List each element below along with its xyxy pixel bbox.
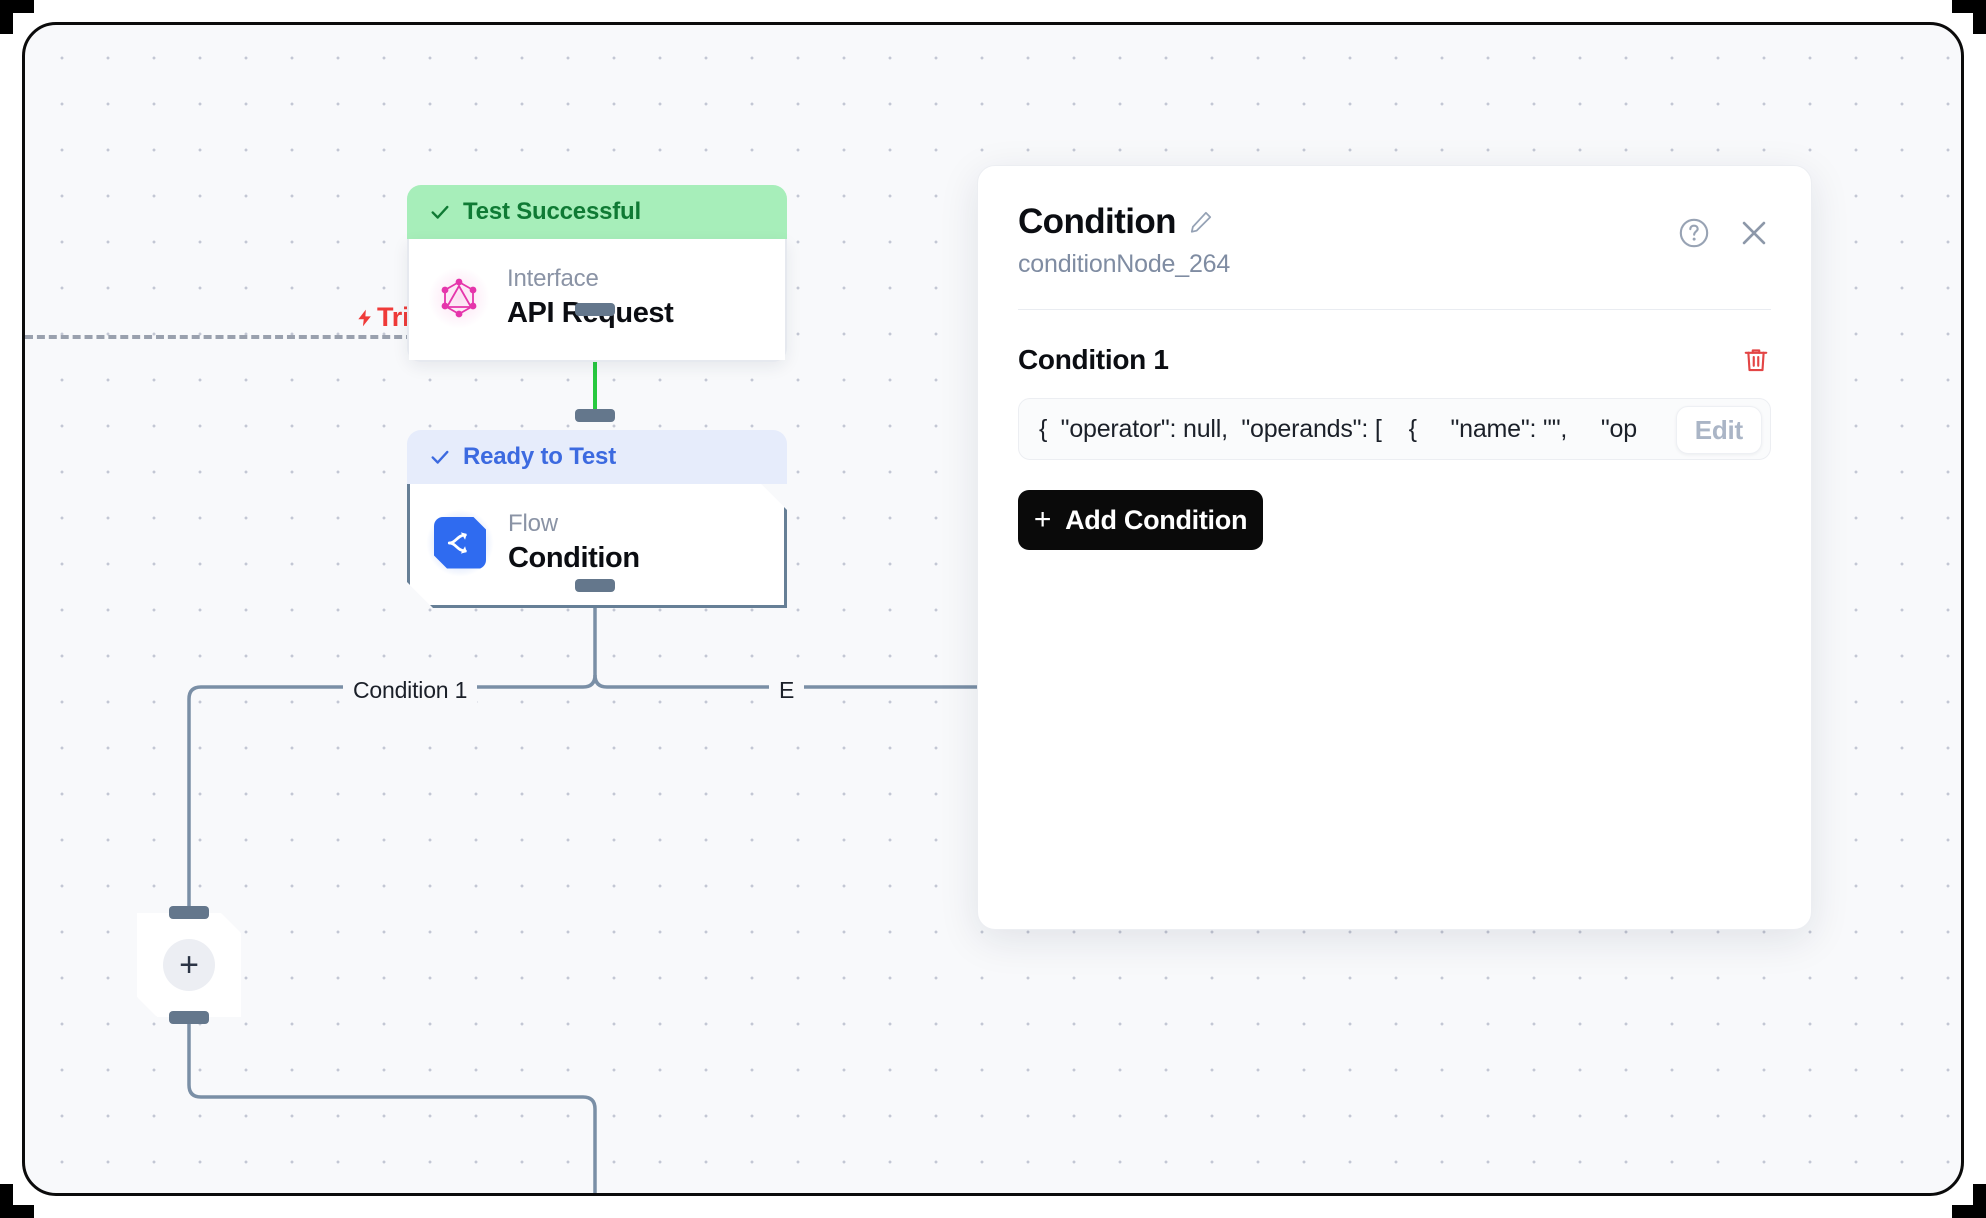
handle-condition-output[interactable] bbox=[575, 579, 615, 592]
handle-placeholder-input[interactable] bbox=[169, 906, 209, 919]
close-icon[interactable] bbox=[1737, 216, 1771, 250]
lightning-bolt-icon bbox=[358, 309, 371, 326]
trash-icon[interactable] bbox=[1741, 345, 1771, 375]
crop-marker-top-right bbox=[1952, 0, 1986, 34]
handle-condition-input[interactable] bbox=[575, 409, 615, 422]
add-node-placeholder[interactable]: + bbox=[137, 913, 241, 1017]
crop-marker-bottom-left bbox=[0, 1184, 34, 1218]
panel-title: Condition bbox=[1018, 202, 1176, 241]
node-kind-label: Flow bbox=[508, 510, 558, 537]
node-status-bar-api-request: Test Successful bbox=[407, 185, 787, 239]
panel-subtitle: conditionNode_264 bbox=[1018, 250, 1231, 278]
node-title-label: Condition bbox=[508, 542, 640, 574]
node-status-bar-condition: Ready to Test bbox=[407, 430, 787, 484]
node-condition[interactable]: Ready to Test bbox=[407, 430, 787, 608]
handle-placeholder-output[interactable] bbox=[169, 1011, 209, 1024]
condition-value-field[interactable]: { "operator": null, "operands": [ { "nam… bbox=[1018, 398, 1771, 460]
plus-icon: + bbox=[1033, 503, 1052, 536]
panel-divider bbox=[1018, 309, 1771, 310]
edge-branch-else bbox=[593, 674, 1425, 689]
node-card-api-request[interactable]: Interface API Request bbox=[407, 239, 787, 362]
trigger-dashed-line bbox=[25, 335, 545, 339]
crop-marker-top-left bbox=[0, 0, 34, 34]
edge-label-condition-1: Condition 1 bbox=[343, 675, 478, 706]
node-api-request[interactable]: Test Successful bbox=[407, 185, 787, 362]
add-condition-button[interactable]: + Add Condition bbox=[1018, 490, 1263, 550]
node-details-panel: Condition conditionNode_264 bbox=[977, 165, 1812, 930]
crop-marker-bottom-right bbox=[1952, 1184, 1986, 1218]
pencil-icon[interactable] bbox=[1188, 209, 1214, 235]
node-status-text: Test Successful bbox=[463, 198, 641, 225]
node-status-text: Ready to Test bbox=[463, 443, 616, 470]
plus-icon[interactable]: + bbox=[163, 939, 215, 991]
flow-branch-icon bbox=[434, 517, 486, 569]
condition-group-title: Condition 1 bbox=[1018, 344, 1169, 375]
help-circle-icon[interactable] bbox=[1677, 216, 1711, 250]
graphql-icon bbox=[427, 265, 491, 330]
node-kind-label: Interface bbox=[507, 265, 599, 292]
node-card-condition[interactable]: Flow Condition bbox=[407, 484, 787, 608]
check-icon bbox=[431, 205, 449, 219]
edge-branch-condition-1 bbox=[187, 674, 597, 912]
condition-group-header: Condition 1 bbox=[1018, 344, 1771, 376]
edit-condition-button[interactable]: Edit bbox=[1675, 406, 1762, 454]
check-icon bbox=[431, 450, 449, 464]
condition-value-text: { "operator": null, "operands": [ { "nam… bbox=[1039, 414, 1637, 443]
edge-label-else: E bbox=[769, 675, 805, 706]
panel-header: Condition conditionNode_264 bbox=[1018, 202, 1771, 279]
handle-api-request-output[interactable] bbox=[575, 303, 615, 316]
add-condition-label: Add Condition bbox=[1065, 504, 1248, 535]
edge-plus-out bbox=[187, 1017, 597, 1193]
